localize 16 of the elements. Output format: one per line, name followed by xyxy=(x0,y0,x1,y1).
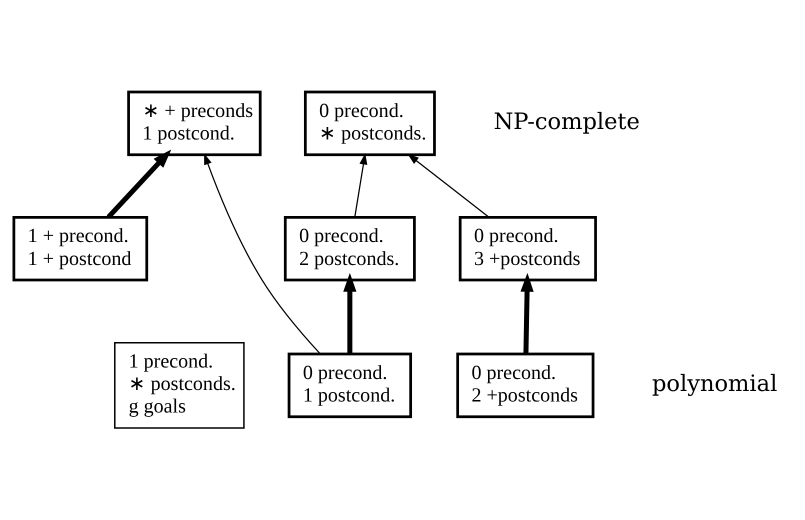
node-box: 1 precond. ∗ postconds. g goals xyxy=(114,342,245,429)
label: polynomial xyxy=(652,370,778,397)
arrow xyxy=(106,150,172,219)
node-box: 0 precond. ∗ postconds. xyxy=(304,90,436,156)
arrow xyxy=(204,153,320,354)
arrow xyxy=(354,153,368,218)
arrow xyxy=(408,154,490,218)
node-box: ∗ + preconds 1 postcond. xyxy=(127,90,262,156)
node-box: 0 precond. 1 postcond. xyxy=(288,352,412,418)
arrow xyxy=(520,272,534,354)
label: NP-complete xyxy=(494,108,640,135)
node-box: 0 precond. 2 +postconds xyxy=(456,352,594,418)
node-box: 1 + precond. 1 + postcond xyxy=(12,216,148,282)
node-box: 0 precond. 3 +postconds xyxy=(458,216,597,282)
arrow xyxy=(343,272,356,354)
node-box: 0 precond. 2 postconds. xyxy=(284,216,416,282)
